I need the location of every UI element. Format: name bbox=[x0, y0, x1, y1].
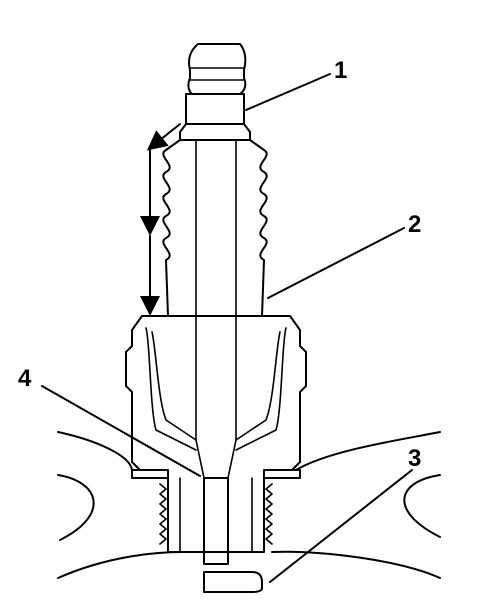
center-electrode bbox=[195, 439, 237, 565]
leader-line-1 bbox=[245, 73, 331, 111]
terminal-stud bbox=[179, 93, 251, 141]
insulator bbox=[162, 139, 268, 441]
cylinder-head bbox=[57, 431, 441, 579]
callout-4: 4 bbox=[18, 365, 32, 392]
shell-hex bbox=[125, 315, 307, 471]
gasket bbox=[131, 469, 301, 479]
depth-arrow bbox=[140, 123, 181, 316]
thread-section bbox=[159, 477, 273, 553]
leader-line-2 bbox=[267, 227, 405, 299]
terminal-nut bbox=[187, 43, 247, 95]
callout-1: 1 bbox=[334, 57, 347, 84]
leader-line-3 bbox=[269, 469, 413, 583]
leader-lines bbox=[41, 73, 413, 583]
callout-3: 3 bbox=[408, 445, 421, 472]
callout-2: 2 bbox=[408, 211, 421, 238]
leader-line-4 bbox=[41, 385, 201, 477]
ground-electrode bbox=[203, 571, 263, 593]
